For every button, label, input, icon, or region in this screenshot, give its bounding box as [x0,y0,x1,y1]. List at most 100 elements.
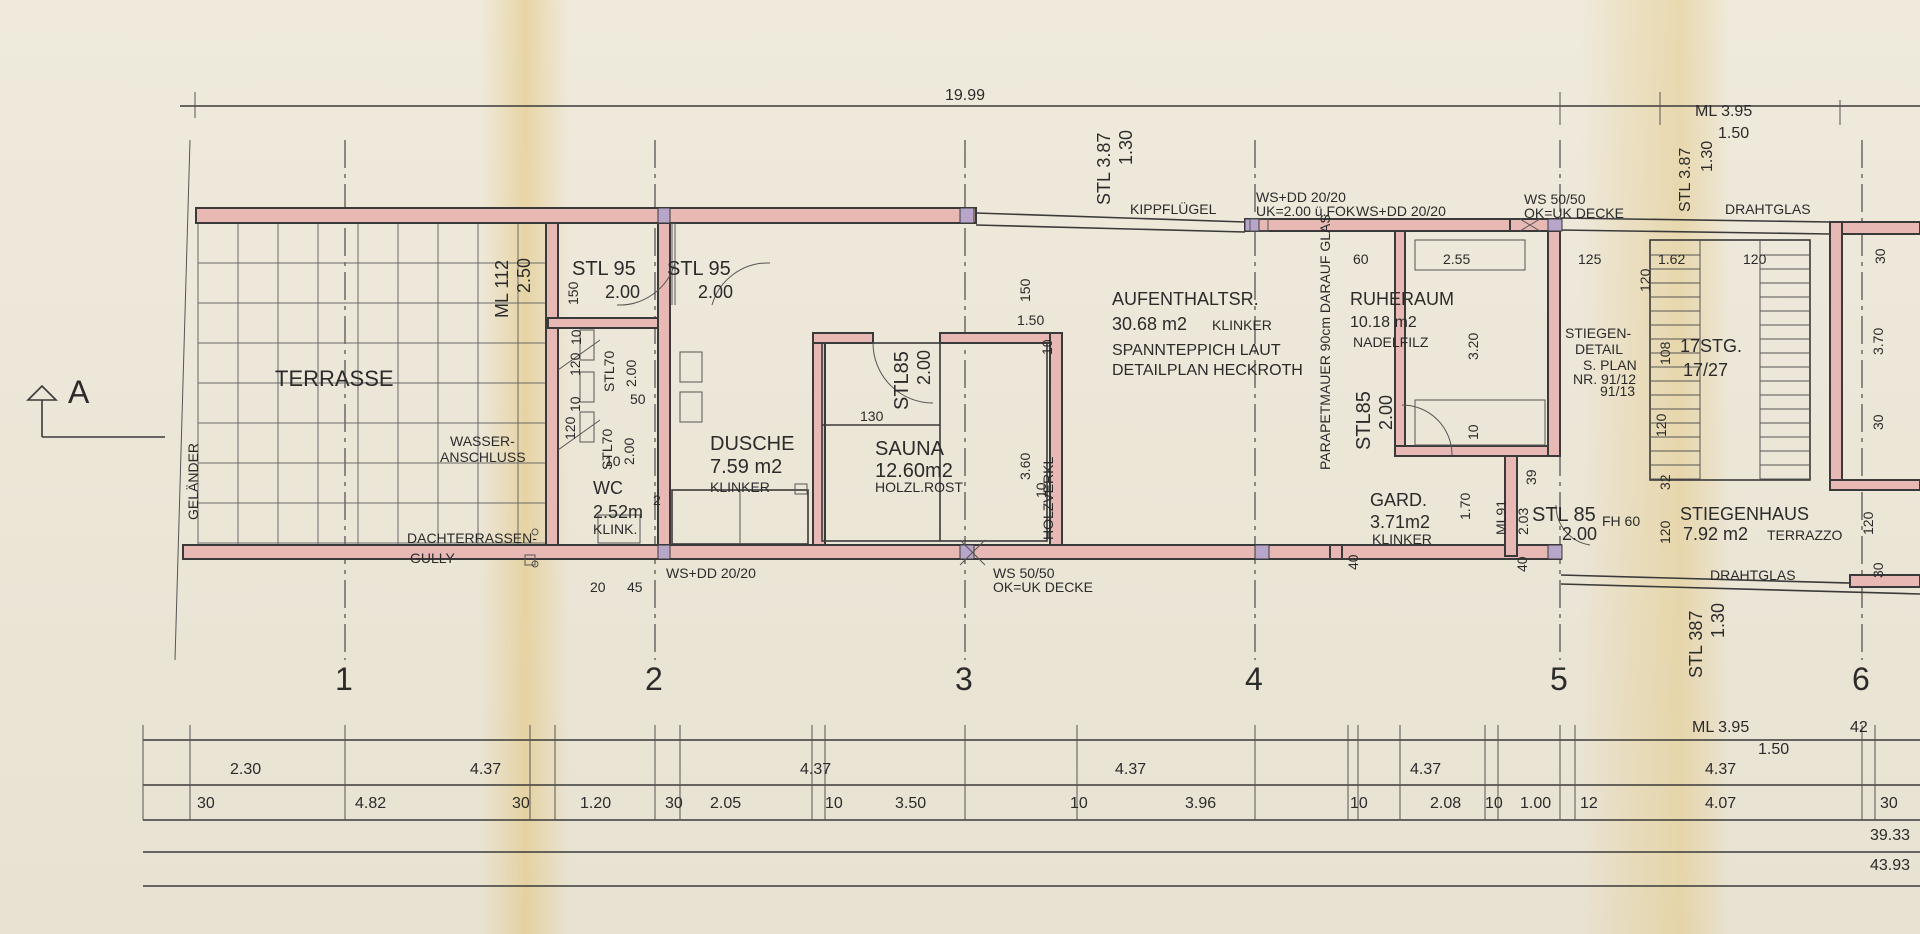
window-ml91: ML91 2.03 [1493,500,1531,535]
room-aufenthalt-note-1: SPANNTEPPICH LAUT [1112,342,1281,359]
inner-dim-33: 30 [1870,562,1886,578]
room-ruheraum-area: 10.18 m2 [1350,314,1417,331]
axis-label-1: 1 [335,661,353,697]
room-wc-area-sup: 2 [653,492,661,508]
door-stl70-a: STL70 2.00 [601,351,639,392]
stl-top-1: STL 3.87 1.30 [1094,130,1136,205]
inner-dim-2: 1.50 [1017,312,1044,328]
inner-dim-12: 10 [1033,482,1049,498]
room-dusche: DUSCHE [710,433,794,455]
room-gard-area: 3.71m2 [1370,512,1430,532]
svg-text:STL70: STL70 [599,429,615,470]
note-gelaender: GELÄNDER [185,443,201,520]
note-wasser: WASSER- [450,433,515,449]
dim-row1-1: 4.37 [470,761,501,778]
door-fh60: FH 60 [1602,513,1640,529]
room-wc-floor: KLINK. [593,521,637,537]
inner-dim-19: 60 [1353,251,1369,267]
dim-row1-0: 2.30 [230,761,261,778]
svg-text:2.50: 2.50 [514,258,534,293]
svg-text:STL85: STL85 [891,351,913,410]
note-drahtglas-top: DRAHTGLAS [1725,201,1811,217]
svg-text:1.30: 1.30 [1116,130,1136,165]
inner-dim-22: 1.62 [1658,251,1685,267]
svg-text:2.00: 2.00 [1376,395,1396,430]
ml-top-label: ML 3.95 [1695,103,1752,120]
terrace-wall [545,222,559,546]
ml-bottom-42: 42 [1850,719,1868,736]
ml-bottom-sub: 1.50 [1758,741,1789,758]
door-swings [557,223,1591,546]
inner-dim-32: 120 [1860,511,1876,535]
svg-text:STL 3.87: STL 3.87 [1094,133,1114,205]
dim-row2-14: 12 [1580,795,1598,812]
inner-dim-31: 30 [1870,414,1886,430]
note-ok-uk-bottom: OK=UK DECKE [993,579,1093,595]
room-aufenthalt-floor: KLINKER [1212,317,1272,333]
top-wall-left [195,207,977,224]
top-dimension-line: 19.99 ML 3.95 1.50 STL 3.87 1.30 STL 3.8… [180,87,1920,212]
gard-right-wall [1504,455,1518,557]
room-sauna-floor: HOLZL.ROST [875,479,963,495]
ruhe-bottom-wall [1394,445,1556,457]
inner-dim-16: 39 [1523,469,1539,485]
dim-row2-6: 10 [825,795,843,812]
dim-row2-15: 4.07 [1705,795,1736,812]
axis-label-4: 4 [1245,661,1263,697]
note-ws-5050-top: WS 50/50 [1524,191,1586,207]
inner-dim-27: 32 [1657,474,1673,490]
door-stl85-gard: STL 85 [1532,504,1596,526]
inner-dim-20: 2.55 [1443,251,1470,267]
room-wc-area: 2.52m [593,502,643,522]
dim-row2-3: 1.20 [580,795,611,812]
inner-dim-0: 150 [565,281,581,305]
wc-top-wall [547,317,667,329]
fixtures [524,218,1811,568]
inner-dim-18: 40 [1514,556,1530,572]
inner-dim-10: 130 [860,408,884,424]
stl-top-2: STL 3.87 1.30 [1677,141,1716,212]
svg-text:STL 387: STL 387 [1686,611,1706,678]
note-kippfluegel: KIPPFLÜGEL [1130,200,1217,217]
svg-text:2.03: 2.03 [1515,508,1531,535]
stair-count: 17STG. [1680,336,1742,356]
total-39-33: 39.33 [1870,827,1910,844]
window-stl387-bottom: STL 387 1.30 [1686,603,1728,678]
room-aufenthalt-note-2: DETAILPLAN HECKROTH [1112,362,1303,379]
door-stl70-b: STL70 2.00 [599,429,637,470]
gard-left-stub [1329,544,1343,560]
inner-dim-30: 3.70 [1870,328,1886,355]
inner-dim-35: 45 [627,579,643,595]
stair-detail-3: S. PLAN [1583,357,1637,373]
stair-right-ledge [1829,479,1920,491]
dim-row2-13: 1.00 [1520,795,1551,812]
dim-row2-4: 30 [665,795,683,812]
stair-ratio: 17/27 [1683,360,1728,380]
door-stl85-ruhe: STL85 2.00 [1353,391,1396,450]
room-ruheraum-floor: NADELFILZ [1353,334,1429,350]
ruhe-right-wall [1547,230,1561,457]
svg-text:STL70: STL70 [601,351,617,392]
room-sauna: SAUNA [875,438,945,460]
svg-text:STL 3.87: STL 3.87 [1677,148,1694,212]
inner-dim-6: 50 [630,391,646,407]
svg-text:2.00: 2.00 [914,350,934,385]
svg-text:1.30: 1.30 [1708,603,1728,638]
inner-dim-15: 1.70 [1457,493,1473,520]
dim-row2-5: 2.05 [710,795,741,812]
room-aufenthalt-area: 30.68 m2 [1112,314,1187,334]
note-uk-foek: UK=2.00 ü.FOK [1256,203,1356,219]
note-parapetmauer: PARAPETMAUER 90cm DARAUF GLAS [1317,214,1333,470]
inner-dim-34: 20 [590,579,606,595]
stair-detail-5: 91/13 [1600,383,1635,399]
inner-dim-28: 120 [1657,520,1673,544]
stair-right-wall [1829,221,1843,489]
inner-dim-23: 120 [1743,251,1767,267]
sauna-right-wall [1049,332,1063,546]
dim-row2-10: 10 [1350,795,1368,812]
door-stl85-sauna: STL85 2.00 [891,350,934,410]
room-labels: TERRASSE WC 2.52m 2 KLINK. DUSCHE 7.59 m… [275,289,1843,547]
section-marker: A [26,374,165,438]
